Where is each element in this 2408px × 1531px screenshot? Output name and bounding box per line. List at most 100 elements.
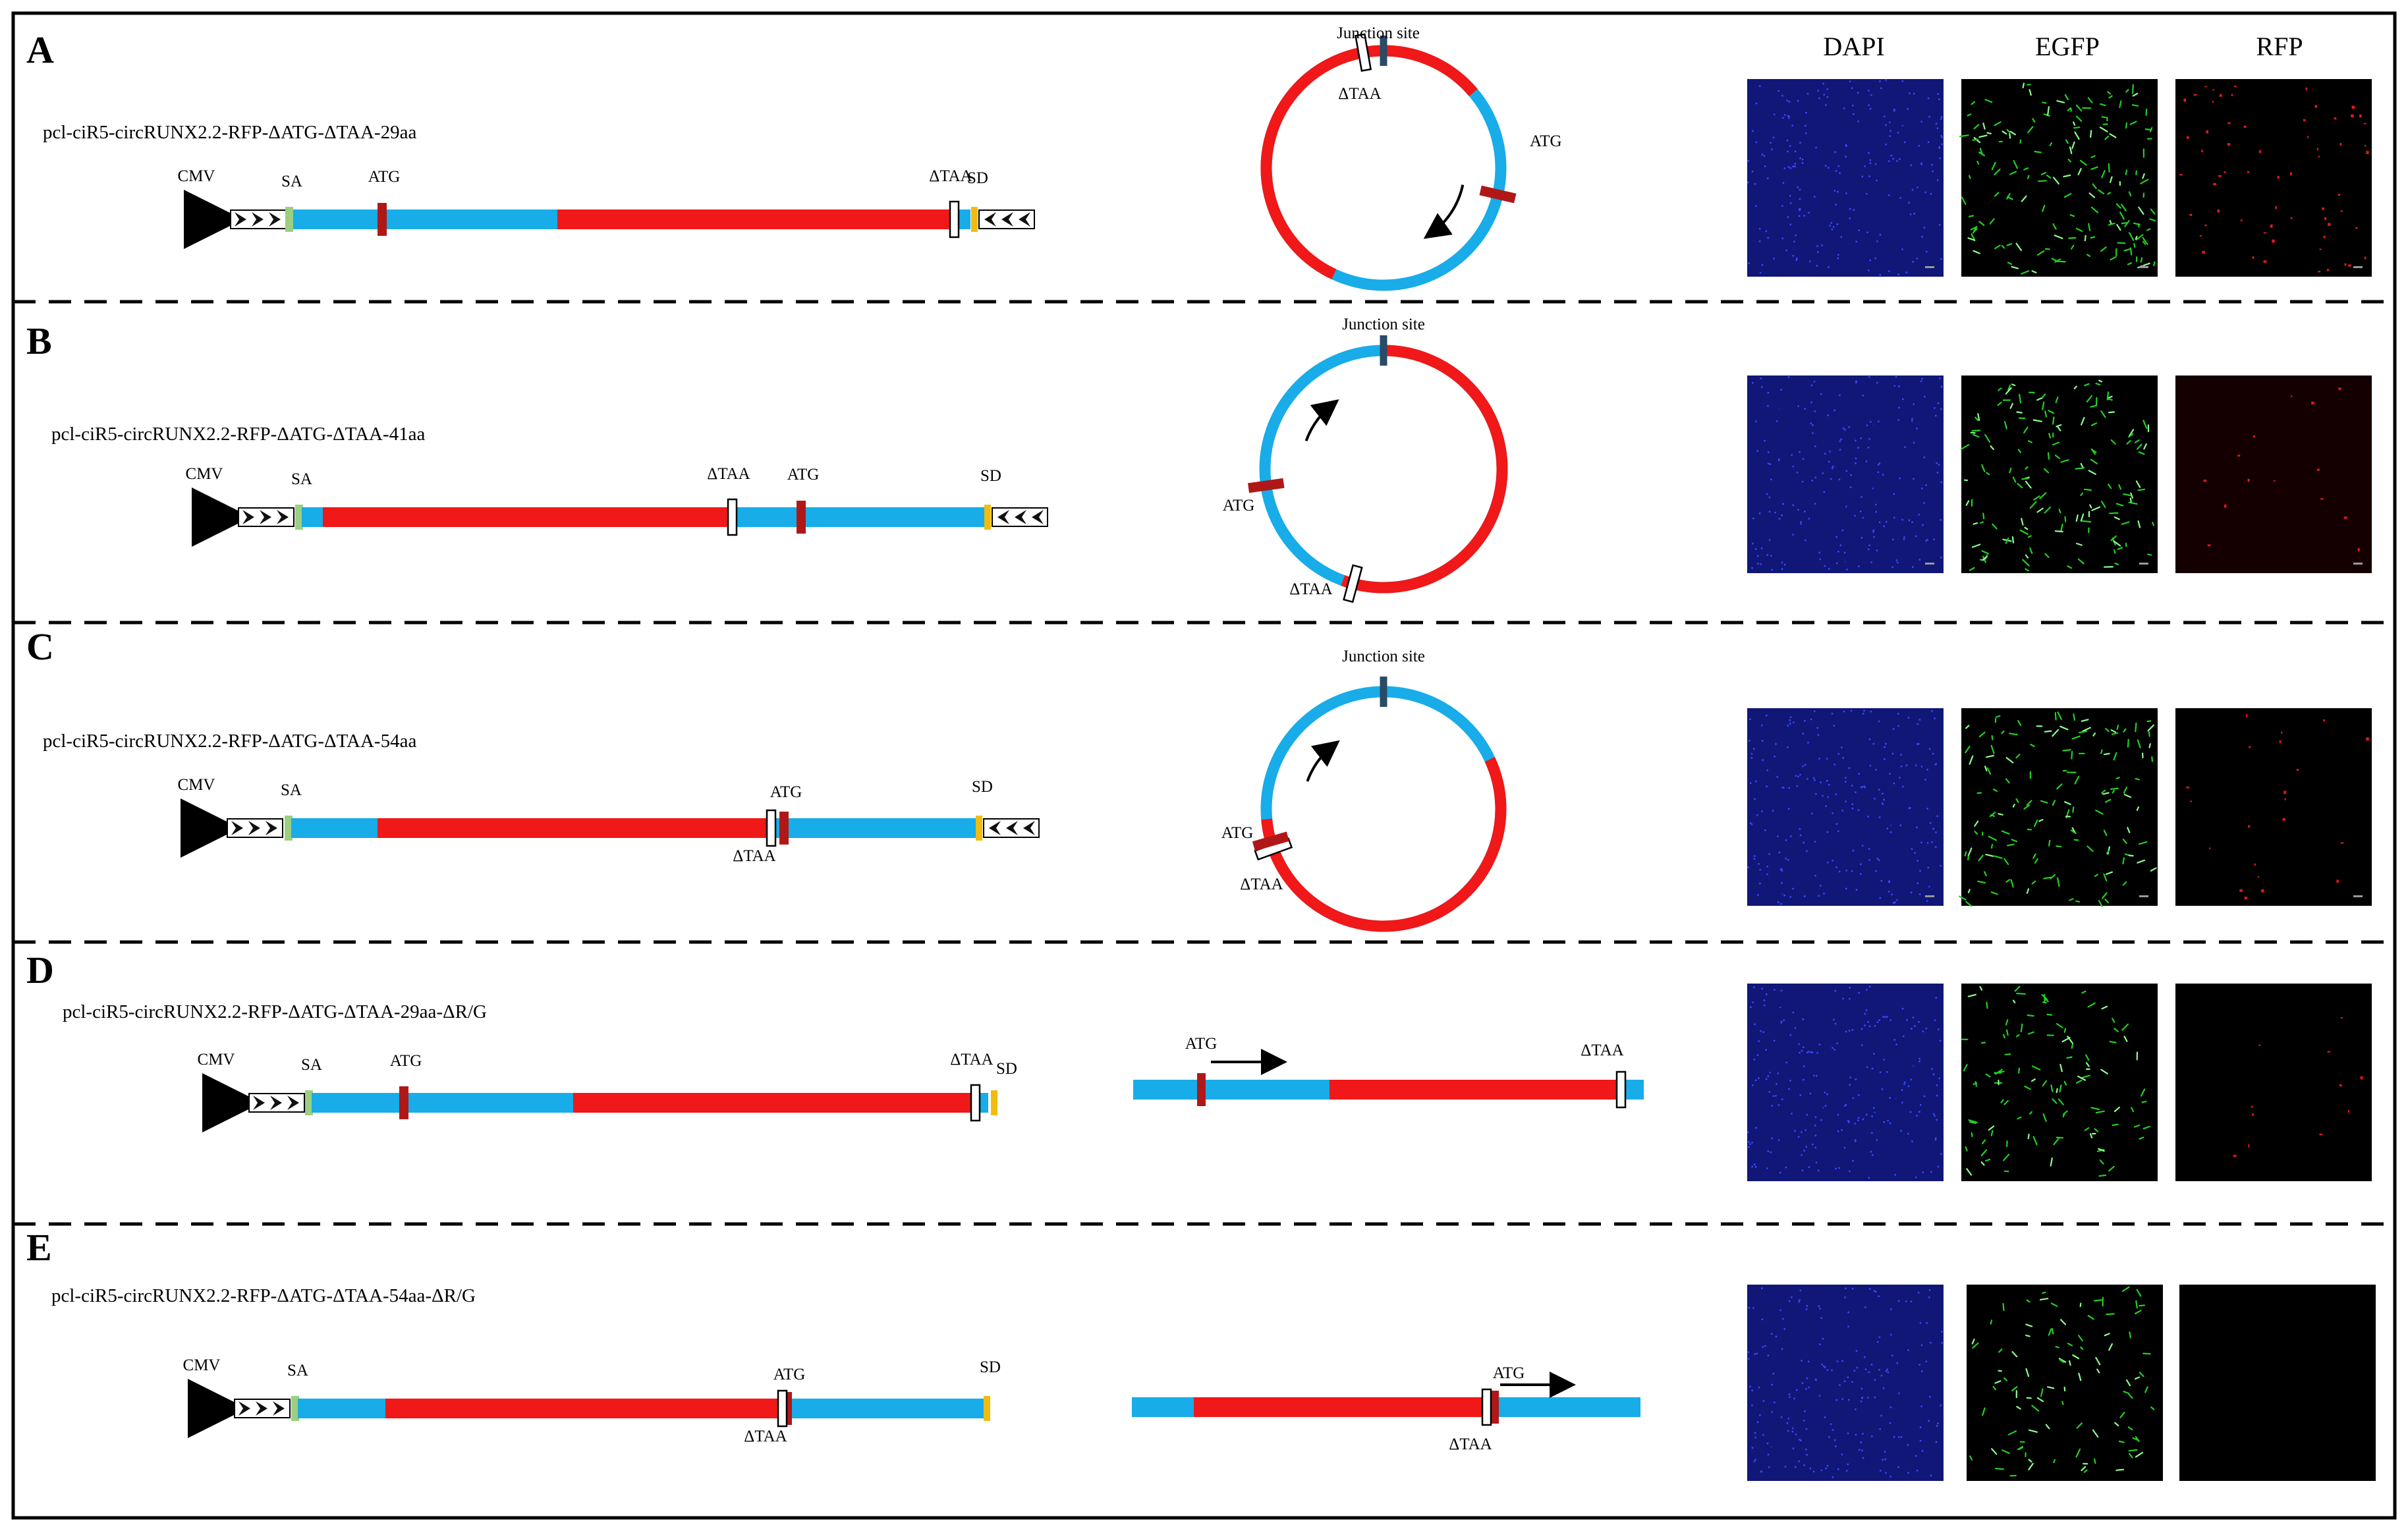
nucleus [1787, 376, 1790, 378]
nucleus [1760, 273, 1762, 275]
nucleus [1765, 788, 1768, 790]
chevron-right-icon [235, 212, 246, 227]
nucleus [1806, 1387, 1808, 1389]
nucleus [1941, 852, 1944, 854]
nucleus [1835, 482, 1837, 484]
chevron-right-icon [269, 212, 281, 227]
nucleus [1855, 380, 1857, 383]
nucleus [1855, 889, 1857, 892]
nucleus [1811, 1342, 1814, 1344]
nucleus [1906, 1031, 1909, 1034]
nucleus [1876, 1021, 1879, 1023]
nucleus [1900, 1357, 1902, 1359]
nucleus [1911, 742, 1913, 744]
egfp-cell [2119, 100, 2122, 108]
nucleus [1829, 1469, 1831, 1472]
rfp-cell [2351, 114, 2354, 118]
nucleus [1812, 424, 1814, 426]
nucleus [1846, 569, 1848, 571]
nucleus [1893, 767, 1895, 769]
nucleus [1848, 500, 1850, 503]
nucleus [1824, 159, 1826, 161]
nucleus [1828, 568, 1830, 570]
egfp-cell [2104, 1333, 2110, 1337]
nucleus [1836, 412, 1839, 414]
nucleus [1934, 1137, 1937, 1140]
nucleus [1793, 1397, 1795, 1400]
nucleus [1777, 1349, 1779, 1350]
nucleus [1768, 84, 1770, 86]
nucleus [1761, 153, 1764, 155]
nucleus [1834, 764, 1835, 766]
nucleus [1793, 721, 1795, 723]
nucleus [1826, 1441, 1828, 1443]
nucleus [1899, 824, 1901, 827]
nucleus [1781, 205, 1783, 207]
egfp-cell [2030, 1078, 2036, 1082]
nucleus [1876, 381, 1878, 384]
rfp-cell [2243, 125, 2247, 128]
nucleus [1822, 188, 1824, 190]
egfp-cell [2133, 243, 2136, 248]
egfp-cell [2135, 1435, 2140, 1442]
egfp-cell [2076, 542, 2083, 546]
nucleus [1883, 1121, 1885, 1123]
egfp-cell [2081, 1074, 2090, 1079]
nucleus [1855, 229, 1857, 231]
rfp-cell [2218, 175, 2222, 177]
egfp-cell [2116, 224, 2121, 231]
nucleus [1751, 567, 1753, 569]
nucleus [1889, 823, 1891, 826]
nucleus [1791, 1292, 1794, 1294]
nucleus [1929, 822, 1932, 824]
nucleus [1862, 516, 1864, 518]
nucleus [1879, 234, 1882, 236]
egfp-cell [2112, 1018, 2115, 1023]
sd-splice-donor [971, 207, 978, 232]
nucleus [1849, 835, 1852, 837]
sa-splice-acceptor [285, 816, 293, 841]
nucleus [1893, 493, 1895, 495]
egfp-cell [2040, 172, 2047, 175]
nucleus [1809, 731, 1812, 733]
nucleus [1913, 1118, 1915, 1120]
nucleus [1868, 175, 1870, 177]
egfp-cell [2145, 108, 2148, 116]
nucleus [1905, 1300, 1907, 1302]
nucleus [1866, 1019, 1868, 1021]
nucleus [1886, 867, 1888, 869]
nucleus [1899, 513, 1901, 515]
nucleus [1841, 467, 1843, 470]
nucleus [1751, 1075, 1754, 1077]
nucleus [1913, 528, 1916, 531]
nucleus [1918, 837, 1921, 840]
nucleus [1939, 480, 1941, 482]
nucleus [1893, 723, 1895, 726]
egfp-cell [2053, 1459, 2056, 1464]
nucleus [1783, 722, 1785, 724]
egfp-cell [2026, 1299, 2030, 1303]
egfp-cell [2071, 1043, 2074, 1049]
chevron-right-icon [252, 212, 264, 227]
rfp-cell [2355, 227, 2358, 229]
nucleus [1863, 1343, 1866, 1345]
egfp-cell [2084, 1127, 2090, 1131]
nucleus [1796, 1354, 1798, 1356]
nucleus [1795, 1387, 1797, 1389]
nucleus [1865, 192, 1868, 195]
egfp-cell [2051, 1327, 2054, 1335]
nucleus [1792, 380, 1794, 382]
nucleus [1853, 841, 1856, 843]
egfp-cell [2046, 175, 2052, 179]
egfp-cell [2115, 503, 2124, 507]
nucleus [1915, 1455, 1917, 1457]
egfp-cell [2028, 1459, 2032, 1462]
nucleus [1791, 207, 1793, 209]
nucleus [1760, 547, 1763, 549]
chevron-right-icon [238, 1401, 250, 1416]
egfp-cell [2081, 416, 2085, 426]
rfp-cell [2291, 217, 2293, 219]
egfp-cell [2135, 1310, 2142, 1315]
egfp-cell [2138, 206, 2144, 215]
rfp-cell [2183, 98, 2187, 102]
